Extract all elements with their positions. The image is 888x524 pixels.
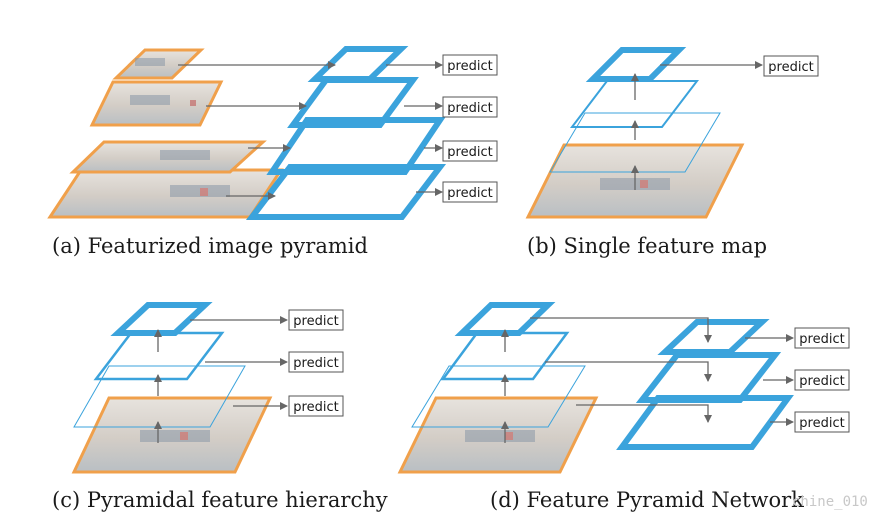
predict-box: predict [442,181,498,203]
feature-map-4 [245,164,447,220]
predict-box: predict [442,96,498,118]
lateral-arrow [530,317,712,343]
svg-text:predict: predict [447,145,492,160]
feature-map-3 [266,117,446,175]
top-down-level-3 [616,395,794,450]
feature-map-1 [307,46,409,82]
watermark: chine_010 [792,494,868,510]
panel-a: predict predict predict predict [47,46,498,220]
panel-c: predict predict predict [71,302,344,474]
feature-map-2 [287,77,419,128]
predict-box: predict [794,327,850,349]
lateral-arrow [545,361,712,382]
caption-a: (a) Featurized image pyramid [52,234,368,258]
panel-d: predict predict predict [397,302,850,474]
svg-text:predict: predict [447,101,492,116]
panel-b: predict [525,47,819,219]
top-down-level-2 [635,352,782,403]
svg-text:predict: predict [768,60,813,75]
lateral-arrow [576,404,712,423]
svg-text:predict: predict [799,374,844,389]
boat-detail [130,58,230,197]
boat-detail [465,430,535,442]
svg-text:predict: predict [447,186,492,201]
svg-text:predict: predict [293,400,338,415]
feature-level-3 [549,112,721,173]
svg-text:predict: predict [799,332,844,347]
image-level-4 [47,168,284,219]
predict-box: predict [288,351,344,373]
caption-c: (c) Pyramidal feature hierarchy [52,488,388,512]
predict-box: predict [442,140,498,162]
predict-box: predict [288,309,344,331]
predict-box: predict [794,411,850,433]
caption-b: (b) Single feature map [527,234,768,258]
predict-box: predict [288,395,344,417]
feature-level-3 [73,365,246,428]
svg-text:predict: predict [799,416,844,431]
svg-text:predict: predict [293,356,338,371]
feature-level-1 [110,302,213,336]
bottom-up-level-1 [454,302,556,336]
top-down-level-1 [657,319,770,355]
feature-level-2 [93,331,225,381]
svg-text:predict: predict [293,314,338,329]
predict-box: predict [763,55,819,77]
predict-box: predict [442,54,498,76]
boat-detail [140,430,210,442]
predict-box: predict [794,369,850,391]
caption-d: (d) Feature Pyramid Network [490,488,804,512]
svg-text:predict: predict [447,59,492,74]
